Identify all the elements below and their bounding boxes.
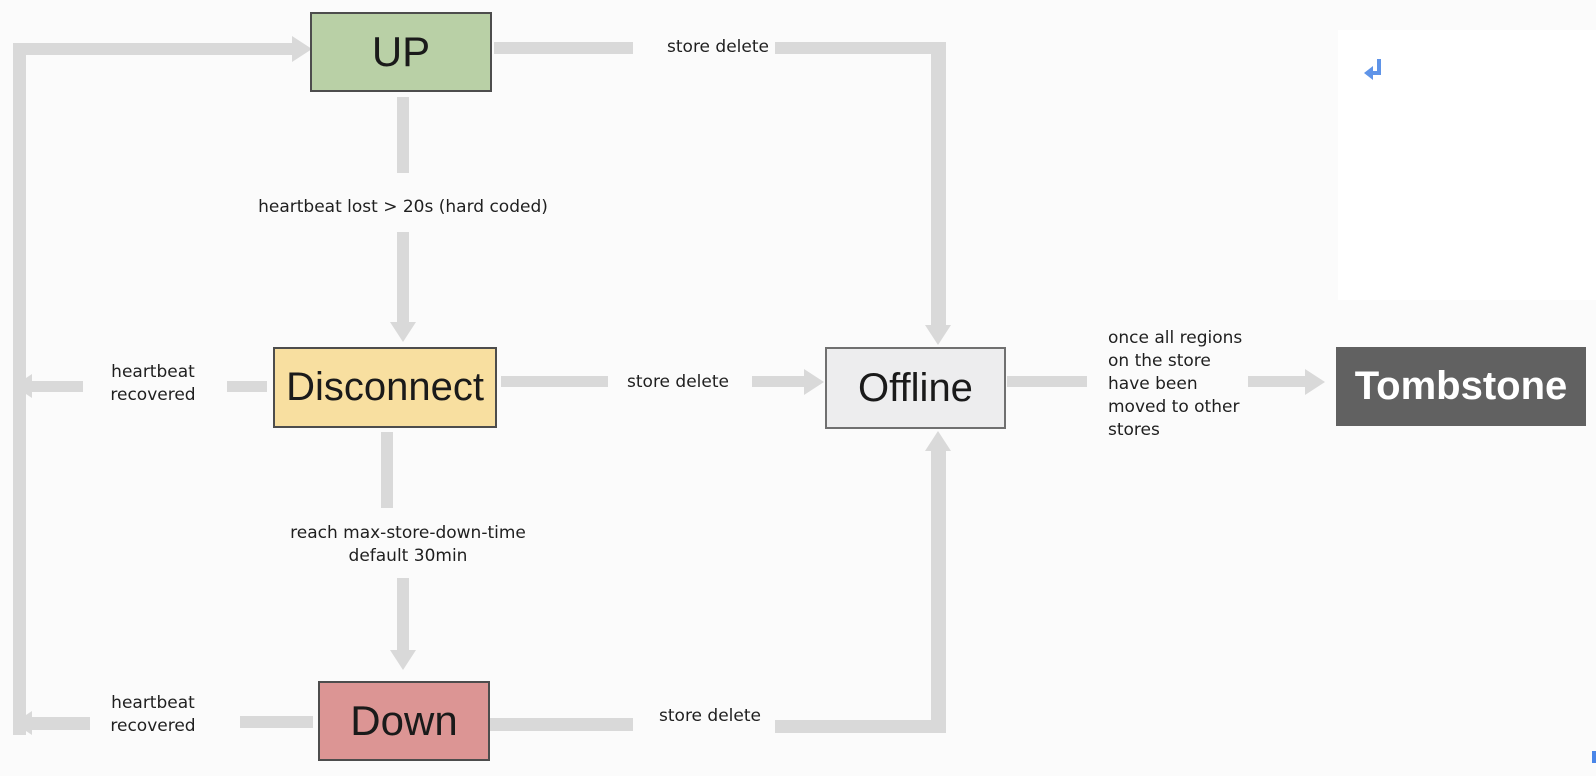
- state-node-disconnect-label: Disconnect: [286, 365, 484, 409]
- state-node-down: Down: [318, 681, 490, 761]
- arrowhead-into-disconnect: [390, 322, 416, 342]
- return-arrow-glyph: [1364, 59, 1381, 80]
- edge-disconnect-storedelete-2: [752, 376, 804, 387]
- edge-disconnect-hb-2: [32, 381, 83, 392]
- arrowhead-into-offline-top: [925, 325, 951, 345]
- state-node-offline: Offline: [825, 347, 1006, 429]
- edge-label-down-heartbeat-recovered: heartbeat recovered: [110, 693, 196, 736]
- state-node-tombstone: Tombstone: [1336, 347, 1586, 426]
- state-node-up: UP: [310, 12, 492, 92]
- edge-disconnect-storedelete-1: [501, 376, 608, 387]
- edge-disconnect-down-1: [381, 432, 393, 508]
- edge-up-disconnect-1: [397, 97, 409, 173]
- state-node-offline-label: Offline: [858, 365, 973, 410]
- edge-up-disconnect-2: [397, 232, 409, 323]
- edge-down-hb-1: [240, 716, 313, 728]
- edge-up-storedelete-down: [931, 42, 946, 327]
- state-node-disconnect: Disconnect: [273, 347, 497, 428]
- arrowhead-into-tombstone: [1305, 369, 1325, 395]
- arrowhead-down-to-trunk: [14, 711, 32, 735]
- edge-down-hb-2: [32, 717, 90, 730]
- edge-disconnect-hb-1: [227, 381, 267, 392]
- edge-label-regions-moved: once all regions on the store have been …: [1108, 328, 1243, 440]
- edge-label-max-store-down-time: reach max-store-down-time default 30min: [290, 523, 526, 566]
- arrowhead-disconnect-to-trunk: [14, 374, 32, 398]
- edge-label-down-store-delete: store delete: [659, 706, 761, 726]
- edge-offline-tombstone-2: [1248, 376, 1305, 387]
- state-node-tombstone-label: Tombstone: [1354, 364, 1568, 408]
- edge-label-heartbeat-lost: heartbeat lost > 20s (hard coded): [258, 197, 548, 217]
- arrowhead-into-offline-bottom: [925, 431, 951, 451]
- edge-label-disconnect-store-delete: store delete: [627, 372, 729, 392]
- arrowhead-into-offline-left: [804, 369, 824, 395]
- return-arrow-icon: [1362, 56, 1384, 84]
- edge-label-disconnect-heartbeat-recovered: heartbeat recovered: [110, 362, 196, 405]
- edge-disconnect-down-2: [397, 578, 409, 651]
- arrowhead-into-up: [292, 36, 312, 62]
- edge-up-storedelete-2: [775, 42, 946, 54]
- state-node-down-label: Down: [350, 697, 458, 744]
- edge-down-storedelete-1: [490, 718, 633, 731]
- arrowhead-into-down: [390, 650, 416, 670]
- cursor-caret-fragment: [1592, 751, 1596, 763]
- state-node-up-label: UP: [371, 28, 431, 75]
- edge-down-storedelete-2: [775, 720, 946, 733]
- edge-offline-tombstone-1: [1007, 376, 1087, 387]
- edge-down-storedelete-up: [931, 448, 946, 733]
- edge-up-storedelete-1: [494, 42, 633, 54]
- edge-label-up-store-delete: store delete: [667, 37, 769, 57]
- edge-trunk-to-up: [13, 43, 292, 55]
